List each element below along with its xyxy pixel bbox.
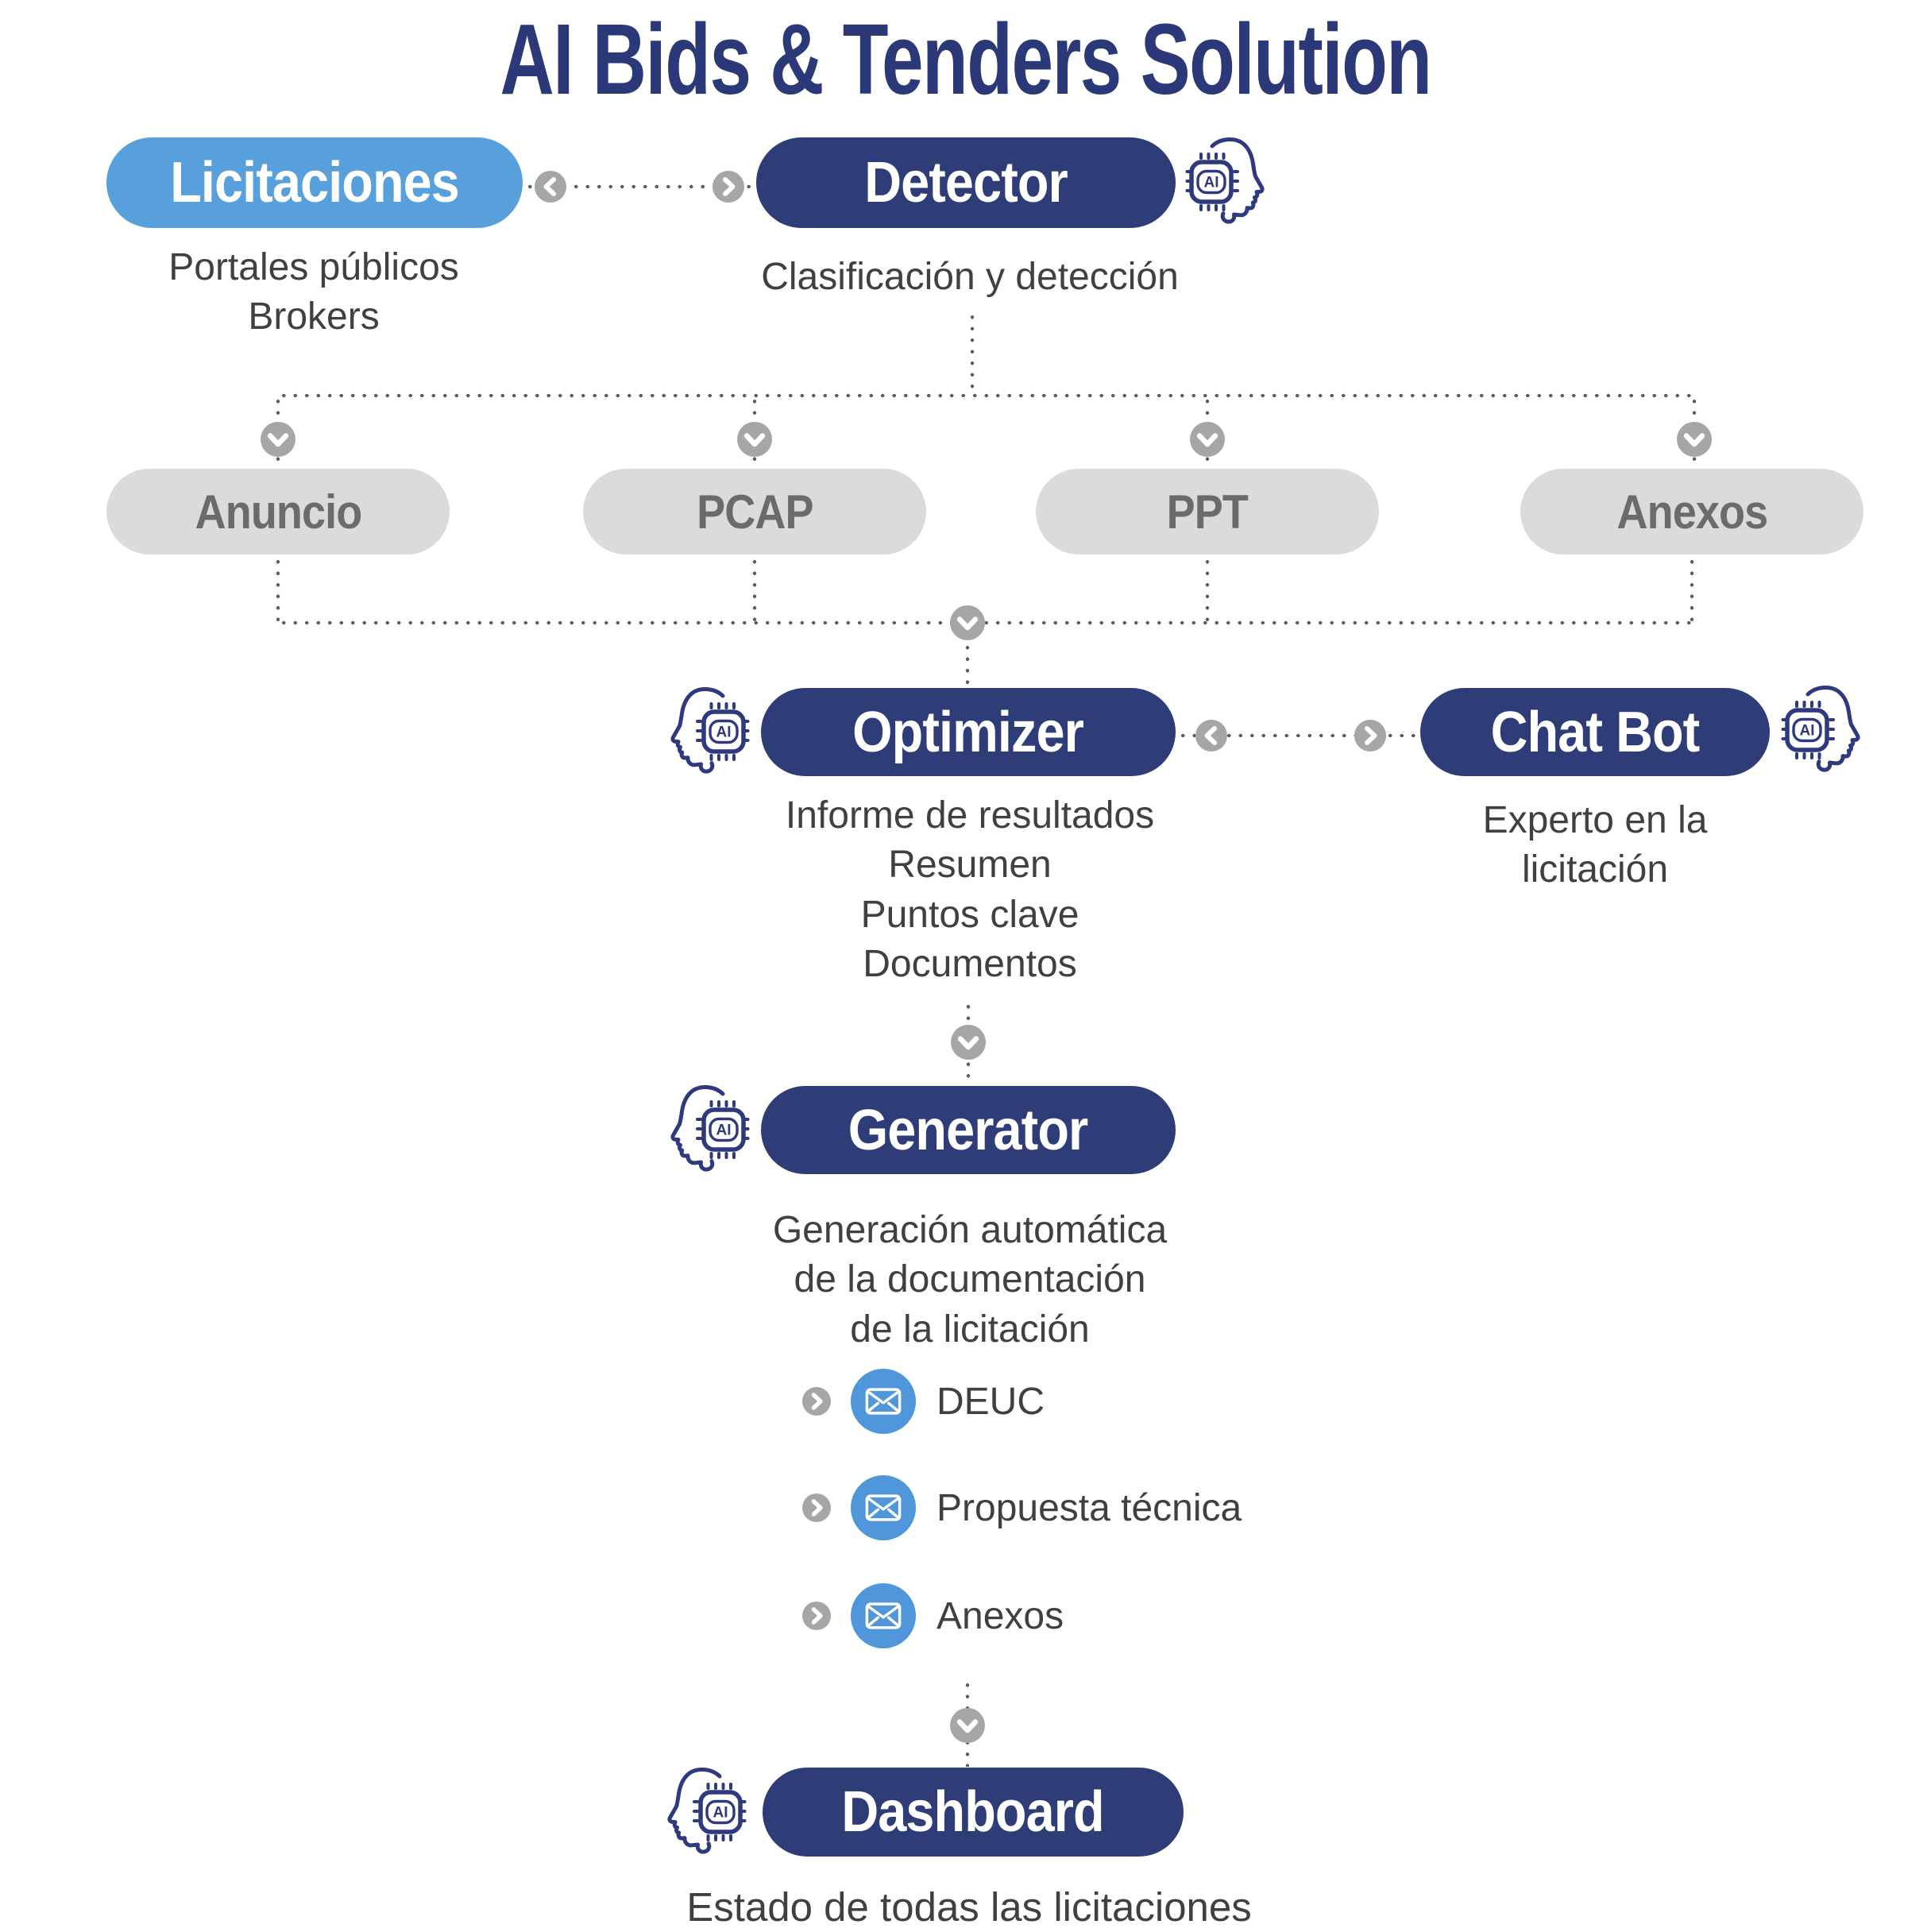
chevron-right-icon (1354, 720, 1386, 752)
node-generator-label: Generator (848, 1098, 1088, 1162)
description-line: Brokers (248, 296, 380, 338)
output-label: Propuesta técnica (937, 1486, 1242, 1529)
detector-description: Clasificación y detección (696, 253, 1244, 302)
description-line: Portales públicos (168, 246, 459, 288)
dotted-connector-vertical (1690, 556, 1694, 624)
description-line: Experto en la (1482, 799, 1708, 841)
ai-chip-label: AI (1204, 175, 1219, 191)
chevron-down-icon (950, 605, 985, 640)
generator-output-row: Anexos (802, 1583, 1295, 1648)
node-anexos-label: Anexos (1616, 485, 1768, 539)
description-line: Informe de resultados (785, 794, 1155, 837)
node-anuncio-label: Anuncio (195, 485, 362, 539)
ai-head-icon: AI (669, 1083, 751, 1172)
ai-chip-label: AI (716, 1122, 732, 1139)
node-pcap: PCAP (583, 469, 926, 554)
output-label: Anexos (937, 1594, 1064, 1637)
node-chatbot-label: Chat Bot (1490, 700, 1701, 764)
dotted-connector-vertical (276, 556, 280, 624)
node-dashboard: Dashboard (763, 1768, 1184, 1857)
chevron-down-icon (261, 422, 295, 457)
chevron-right-icon (802, 1493, 831, 1522)
dotted-connector-vertical (1205, 556, 1210, 624)
chevron-down-icon (737, 422, 772, 457)
node-licitaciones-label: Licitaciones (170, 151, 460, 214)
dotted-connector-vertical (970, 311, 975, 394)
chevron-down-icon (1677, 422, 1712, 457)
dotted-connector-vertical (752, 556, 757, 624)
node-licitaciones: Licitaciones (106, 137, 523, 228)
ai-head-icon: AI (666, 1765, 748, 1854)
node-optimizer: Optimizer (761, 688, 1176, 776)
licitaciones-description: Portales públicos Brokers (79, 243, 548, 342)
envelope-icon (851, 1475, 916, 1540)
node-generator: Generator (761, 1086, 1176, 1174)
dotted-connector-horizontal (278, 393, 1696, 398)
chevron-right-icon (802, 1602, 831, 1630)
envelope-icon (851, 1369, 916, 1434)
node-dashboard-label: Dashboard (841, 1780, 1105, 1844)
optimizer-description: Informe de resultados Resumen Puntos cla… (696, 791, 1244, 990)
generator-output-row: Propuesta técnica (802, 1475, 1295, 1540)
description-line: licitación (1521, 848, 1669, 891)
description-line: Resumen (888, 844, 1052, 887)
node-anuncio: Anuncio (106, 469, 450, 554)
dotted-connector-horizontal (1177, 733, 1419, 738)
output-label: DEUC (937, 1380, 1045, 1423)
dotted-connector-horizontal (278, 620, 1692, 625)
description-line: Estado de todas las licitaciones (686, 1884, 1252, 1930)
dashboard-description: Estado de todas las licitaciones (620, 1881, 1319, 1932)
ai-chip-label: AI (1800, 723, 1815, 740)
node-pcap-label: PCAP (696, 485, 813, 539)
description-line: Generación automática (772, 1209, 1168, 1251)
node-anexos: Anexos (1520, 469, 1863, 554)
description-line: de la licitación (850, 1308, 1090, 1350)
generator-output-row: DEUC (802, 1369, 1295, 1434)
chevron-left-icon (1195, 720, 1227, 752)
description-line: Clasificación y detección (761, 256, 1179, 298)
node-ppt-label: PPT (1166, 485, 1249, 539)
chevron-down-icon (1190, 422, 1225, 457)
node-optimizer-label: Optimizer (852, 700, 1085, 764)
chevron-down-icon (951, 1025, 986, 1060)
chevron-right-icon (713, 171, 744, 203)
ai-head-icon: AI (669, 685, 751, 774)
dotted-connector-vertical (965, 642, 970, 686)
description-line: Puntos clave (860, 893, 1079, 936)
chatbot-description: Experto en la licitación (1396, 796, 1794, 895)
node-ppt: PPT (1036, 469, 1379, 554)
ai-chip-label: AI (713, 1805, 728, 1822)
description-line: Documentos (863, 943, 1077, 986)
envelope-icon (851, 1583, 916, 1648)
node-chatbot: Chat Bot (1420, 688, 1770, 776)
ai-head-icon: AI (1779, 683, 1862, 772)
page-title: AI Bids & Tenders Solution (500, 3, 1432, 115)
ai-head-icon: AI (1184, 135, 1266, 224)
node-detector-label: Detector (864, 151, 1068, 214)
ai-chip-label: AI (716, 724, 732, 741)
description-line: de la documentación (794, 1258, 1146, 1301)
dotted-connector-horizontal (524, 184, 756, 189)
generator-description: Generación automática de la documentació… (696, 1206, 1244, 1354)
chevron-right-icon (802, 1387, 831, 1416)
chevron-left-icon (535, 171, 566, 203)
node-detector: Detector (756, 137, 1176, 228)
chevron-down-icon (950, 1708, 985, 1743)
